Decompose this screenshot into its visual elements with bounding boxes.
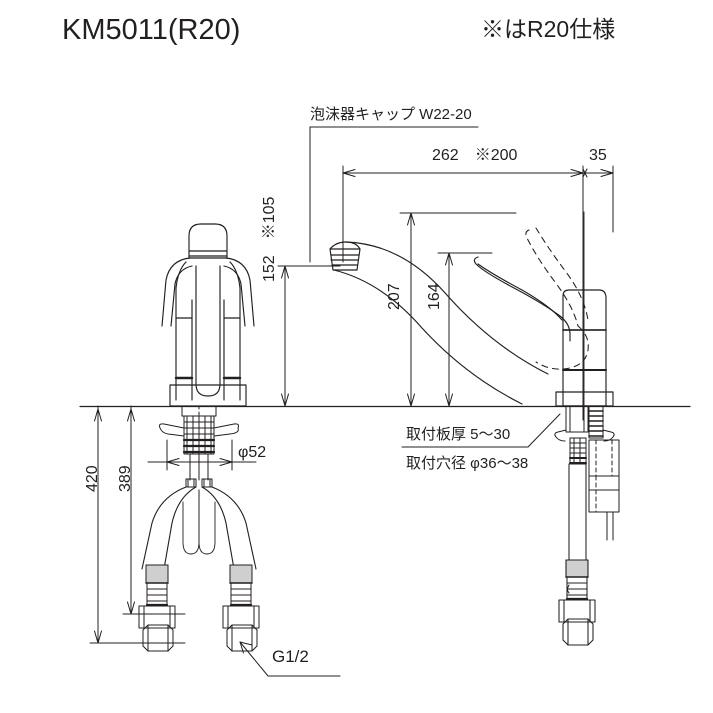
dimension-hose-length: 389 (117, 465, 134, 492)
mounting-notes-leader (401, 413, 561, 448)
dimension-lever-up: 207 (386, 283, 403, 310)
note-mounting-hole-diameter: 取付穴径 φ36～38 (406, 455, 529, 472)
vertical-dimension-207 (399, 212, 517, 407)
spout-tube (333, 241, 549, 405)
page-title: KM5011(R20) (62, 14, 241, 46)
dimension-lever-height: 164 (426, 283, 443, 310)
spec-note: ※はR20仕様 (481, 16, 616, 42)
lever-handle (473, 256, 571, 342)
vertical-dimension-152 (277, 265, 341, 407)
dimension-base-diameter: φ52 (238, 444, 267, 461)
vertical-dimension-420 (89, 405, 186, 644)
dimension-total-length: 420 (84, 465, 101, 492)
note-mounting-plate-thickness: 取付板厚 5～30 (406, 426, 511, 443)
dimension-spout-height: 152 ※105 (261, 196, 278, 282)
left-hose-fitting (138, 564, 176, 652)
horizontal-dimension-group (342, 165, 614, 421)
aerator-cap-label: 泡沫器キャップ W22-20 (310, 106, 472, 123)
left-mounting-hardware (159, 405, 239, 488)
supply-hoses (141, 486, 257, 570)
diameter-52-dimension (147, 439, 257, 471)
faucet-front-elevation (161, 223, 255, 407)
vertical-dimension-164 (437, 252, 493, 407)
label-supply-thread: G1/2 (272, 647, 309, 666)
right-hose-fitting (222, 564, 260, 652)
right-mounting-hardware (554, 405, 620, 541)
dimension-spout-reach: 262 ※200 (432, 147, 518, 164)
right-supply-tube (558, 463, 596, 646)
aerator-cap-leader (309, 126, 479, 263)
dimension-body-offset: 35 (589, 147, 607, 164)
